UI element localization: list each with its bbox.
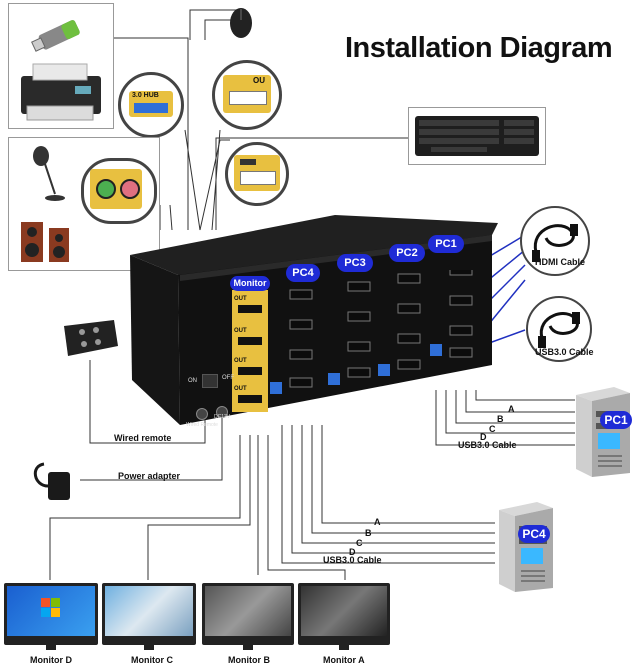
- ou-label: OU: [253, 76, 265, 85]
- usb-cable-label: USB3.0 Cable: [535, 347, 594, 357]
- out-label: OUT: [234, 386, 247, 392]
- usb-hub-port-magnifier: 3.0 HUB: [118, 72, 184, 138]
- microphone-icon: [33, 146, 65, 201]
- pc1-badge: PC1: [600, 411, 632, 429]
- usb-port-magnifier: OU: [212, 60, 282, 130]
- pc1-port-label: PC1: [428, 235, 464, 253]
- wired-remote-port-label: Wired Remote: [186, 422, 218, 428]
- keyboard-symbol-icon: [240, 159, 256, 165]
- power-switch: [202, 374, 218, 388]
- monitor-d-label: Monitor D: [30, 655, 72, 665]
- monitor-b: [202, 583, 294, 650]
- usb-a-port-icon: [229, 91, 267, 105]
- usb-cable-magnifier: [526, 296, 592, 362]
- wired-remote-jack: [196, 408, 208, 420]
- monitor-a-label: Monitor A: [323, 655, 365, 665]
- pc4-badge: PC4: [518, 525, 550, 543]
- monitor-out-panel: OUT OUT OUT OUT: [232, 290, 268, 412]
- monitor-a: [298, 583, 390, 650]
- dc-power-jack: [216, 406, 228, 418]
- wired-remote-icon: [64, 320, 118, 356]
- hdmi-cable-magnifier: [520, 206, 590, 276]
- dc-label: DC12V: [214, 414, 231, 420]
- off-label: OFF: [222, 375, 234, 381]
- usb-cable-icon: [538, 312, 580, 348]
- printer-icon: [21, 63, 101, 121]
- hdmi-out-port: [238, 395, 262, 403]
- pc1-line-b: B: [497, 414, 504, 424]
- hdmi-out-port: [238, 337, 262, 345]
- pc3-port-label: PC3: [337, 254, 373, 272]
- page-title: Installation Diagram: [345, 32, 613, 64]
- pc1-line-c: C: [489, 424, 496, 434]
- pc4-line-d: D: [349, 547, 356, 557]
- mouse-icon: [230, 8, 252, 38]
- keyboard-icon: [415, 116, 539, 156]
- hdmi-out-port: [238, 305, 262, 313]
- hub-label: 3.0 HUB: [132, 92, 159, 99]
- pc1-line-a: A: [508, 404, 515, 414]
- on-label: ON: [188, 378, 197, 384]
- pc1-tower-icon: [576, 387, 630, 477]
- pc1-line-d: D: [480, 432, 487, 442]
- monitor-c-label: Monitor C: [131, 655, 173, 665]
- keyboard-box: [408, 107, 546, 165]
- pc4-port-label: PC4: [286, 264, 320, 282]
- usb-devices-box: [8, 3, 114, 129]
- monitor-b-screen: [205, 586, 291, 636]
- speakers-icon: [21, 222, 69, 262]
- wired-remote-label: Wired remote: [114, 433, 172, 443]
- pc4-line-a: A: [374, 517, 381, 527]
- windows-logo-icon: [41, 598, 60, 617]
- audio-port-magnifier: [81, 158, 157, 224]
- pc2-port-label: PC2: [389, 244, 425, 262]
- pc4-usb-line: USB3.0 Cable: [323, 555, 382, 565]
- power-adapter-icon: [33, 462, 70, 500]
- pc4-line-b: B: [365, 528, 372, 538]
- monitor-a-screen: [301, 586, 387, 636]
- pc4-line-c: C: [356, 538, 363, 548]
- monitor-port-label: Monitor: [230, 276, 270, 291]
- monitor-d: [4, 583, 98, 650]
- out-label: OUT: [234, 358, 247, 364]
- usb3-port-icon: [134, 103, 168, 113]
- usb-a-port-icon: [240, 171, 276, 185]
- pc-hdmi-ports: [270, 270, 473, 394]
- pc1-usb-line: USB3.0 Cable: [458, 440, 517, 450]
- keyboard-port-magnifier: [225, 142, 289, 206]
- out-label: OUT: [234, 296, 247, 302]
- audio-out-jack-icon: [96, 179, 116, 199]
- monitor-d-screen: [7, 586, 95, 636]
- out-label: OUT: [234, 328, 247, 334]
- monitor-c: [102, 583, 196, 650]
- monitor-b-label: Monitor B: [228, 655, 270, 665]
- hdmi-out-port: [238, 367, 262, 375]
- mic-in-jack-icon: [120, 179, 140, 199]
- pc4-tower-icon: [499, 502, 553, 592]
- audio-devices-box: [8, 137, 160, 271]
- hdmi-cable-icon: [532, 224, 578, 262]
- hdmi-cable-label: HDMI Cable: [535, 257, 586, 267]
- power-adapter-label: Power adapter: [118, 471, 181, 481]
- monitor-c-screen: [105, 586, 193, 636]
- usb-stick-icon: [31, 20, 80, 52]
